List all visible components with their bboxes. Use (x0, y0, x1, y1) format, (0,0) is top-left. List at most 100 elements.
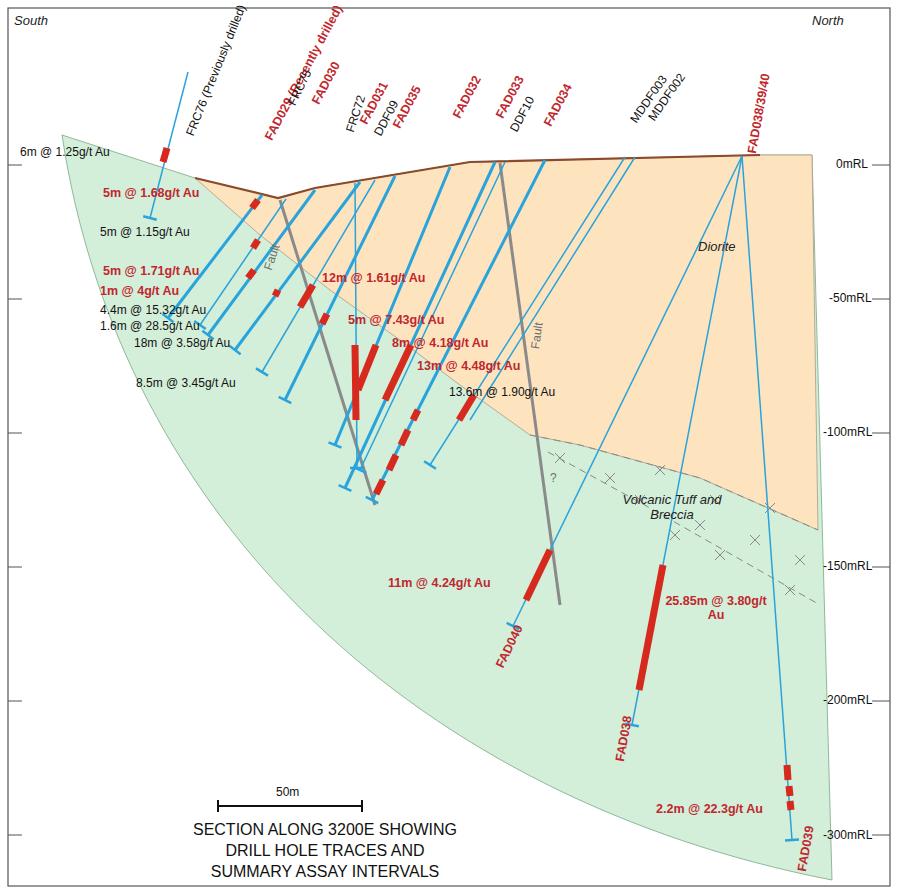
assay-interval (248, 270, 254, 278)
assay-interval (253, 240, 258, 248)
figure-frame (8, 8, 890, 886)
tuff-symbol (555, 453, 565, 463)
tuff-symbol (655, 465, 665, 475)
assay-interval (275, 290, 278, 296)
assay-interval (252, 200, 258, 208)
tuff-symbol (795, 555, 805, 565)
unit-label: North (812, 14, 844, 29)
elevation-tick (872, 567, 890, 568)
figure-title: SECTION ALONG 3200E SHOWING DRILL HOLE T… (190, 820, 460, 882)
section-label: 13.6m @ 1.90g/t Au (449, 386, 555, 400)
drill-hole-trace (335, 167, 450, 445)
drill-hole-trace (632, 156, 742, 725)
fault-label: ? (550, 472, 557, 486)
drill-hole-trace (742, 156, 792, 840)
hole-end-mark (229, 346, 240, 354)
section-label: -50mRL (829, 292, 872, 306)
tuff-symbol (795, 555, 805, 565)
drill-hole-trace (168, 195, 262, 318)
section-label: -150mRL (823, 560, 872, 574)
drill-hole-trace (345, 162, 495, 488)
tuff-symbol (695, 520, 705, 530)
elevation-tick (8, 701, 22, 702)
tuff-symbol (555, 453, 565, 463)
tuff-symbol (605, 473, 615, 483)
section-label: 13m @ 4.48g/t Au (417, 359, 520, 373)
tuff-symbol (785, 585, 795, 595)
drill-hole-trace (470, 157, 635, 420)
section-label: 2.2m @ 22.3g/t Au (656, 802, 763, 816)
assay-interval (413, 410, 418, 420)
tuff-symbol (765, 503, 775, 513)
assay-interval (787, 765, 788, 780)
tuff-symbol (670, 530, 680, 540)
assay-interval (163, 148, 167, 162)
section-label: 5m @ 1.15g/t Au (100, 226, 190, 240)
hole-end-mark (143, 216, 157, 220)
drill-hole-trace (235, 182, 360, 350)
elevation-tick (8, 165, 22, 166)
assay-interval (358, 345, 376, 390)
tuff-symbol (715, 550, 725, 560)
hole-end-mark (785, 839, 799, 840)
hole-end-mark (354, 467, 367, 473)
section-label: 4.4m @ 15.32g/t Au (100, 304, 206, 318)
section-label: 1m @ 4g/t Au (100, 284, 179, 298)
section-label: 5m @ 1.71g/t Au (103, 264, 199, 278)
section-label: 50m (276, 786, 299, 800)
tuff-symbol (765, 503, 775, 513)
tuff-symbol (655, 465, 665, 475)
tuff-symbol (695, 520, 705, 530)
assay-interval (300, 285, 313, 307)
hole-end-mark (424, 461, 436, 468)
tuff-symbol (715, 550, 725, 560)
elevation-tick (872, 701, 890, 702)
section-label: 12m @ 1.61g/t Au (322, 271, 425, 285)
section-label: 8.5m @ 3.45g/t Au (136, 377, 236, 391)
assay-interval (322, 314, 327, 324)
assay-interval (355, 345, 356, 420)
assay-interval (526, 550, 550, 600)
tuff-symbol (605, 473, 615, 483)
drill-hole-trace (430, 157, 625, 465)
drill-holes (143, 72, 799, 841)
tuff-lower-contact (548, 452, 820, 605)
tuff-symbol (750, 535, 760, 545)
section-label: -300mRL (823, 829, 872, 843)
elevation-tick (872, 165, 890, 166)
hole-end-mark (339, 485, 352, 491)
elevation-tick (872, 299, 890, 300)
elevation-ticks (8, 165, 890, 835)
assay-interval (376, 480, 383, 494)
assay-intervals (163, 148, 791, 810)
hole-end-mark (329, 442, 342, 447)
section-label: 0mRL (836, 158, 868, 172)
host-rock-section (62, 135, 832, 880)
elevation-tick (8, 299, 22, 300)
assay-interval (639, 565, 663, 690)
assay-interval (389, 455, 396, 470)
tuff-upper-contact (530, 435, 818, 530)
drill-hole-trace (200, 199, 286, 325)
hole-end-mark (279, 397, 292, 403)
section-label: -200mRL (823, 694, 872, 708)
section-label: -100mRL (823, 426, 872, 440)
unit-label: South (14, 14, 48, 29)
elevation-tick (8, 835, 22, 836)
elevation-tick (872, 433, 890, 434)
drill-hole-trace (285, 176, 395, 400)
section-label: 11m @ 4.24g/t Au (388, 576, 491, 590)
elevation-tick (8, 567, 22, 568)
tuff-symbol (750, 535, 760, 545)
section-label: 5m @ 1.68g/t Au (103, 186, 199, 200)
ground-surface (195, 155, 760, 198)
tuff-symbol (785, 585, 795, 595)
assay-interval (385, 345, 411, 400)
section-label: 18m @ 3.58g/t Au (134, 337, 230, 351)
assay-interval (789, 786, 790, 796)
unit-label: Diorite (698, 240, 736, 255)
assay-interval (401, 430, 408, 445)
section-label: 1.6m @ 28.5g/t Au (100, 320, 200, 334)
